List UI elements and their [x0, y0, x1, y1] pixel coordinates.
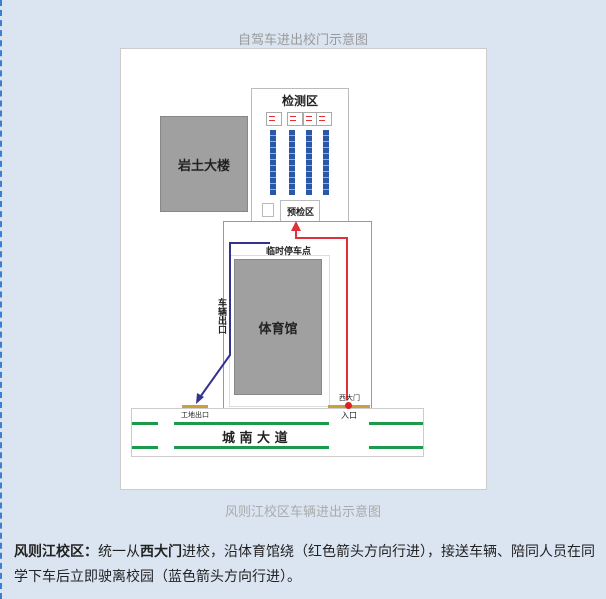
entrance-label: 入口	[341, 411, 357, 420]
rock-building: 岩土大楼	[160, 116, 248, 212]
west-gate-label: 西大门	[339, 394, 360, 402]
lane	[289, 130, 295, 195]
lane	[306, 130, 312, 195]
instruction-text: 统一从	[98, 544, 140, 560]
detection-zone	[251, 88, 349, 222]
lane-marking	[174, 422, 329, 425]
lane-marking	[369, 422, 423, 425]
vehicle-exit-label: 车辆出口	[218, 299, 228, 336]
sign-card	[266, 112, 282, 126]
site-exit-label: 工地出口	[181, 411, 209, 419]
lane-marking	[369, 446, 423, 449]
detection-zone-label: 检测区	[282, 94, 319, 108]
booth	[262, 203, 274, 217]
bottom-caption: 风则江校区车辆进出示意图	[224, 505, 381, 520]
road-label: 城 南 大 道	[222, 431, 288, 446]
lane-marking	[174, 446, 329, 449]
exit-arrowhead	[196, 393, 204, 404]
exit-route-arrow	[197, 242, 270, 401]
sign-card	[316, 112, 332, 126]
lane	[270, 130, 276, 195]
lane	[323, 130, 329, 195]
gate-name: 西大门	[140, 544, 182, 560]
top-caption: 自驾车进出校门示意图	[237, 33, 368, 48]
gate-dot	[345, 402, 352, 409]
temp-parking-label: 临时停车点	[266, 247, 312, 257]
left-dashed-border	[0, 0, 2, 599]
lane-marking	[132, 446, 158, 449]
site-exit-gate	[182, 405, 208, 408]
sign-card	[287, 112, 303, 126]
instructions: 风则江校区：统一从西大门进校，沿体育馆绕（红色箭头方向行进），接送车辆、陪同人员…	[14, 540, 599, 590]
instruction-text: 进校，沿体育馆绕（红色箭头方向行进），接送车辆、陪同人员在同学下车后立即驶离校园…	[14, 544, 595, 585]
gym: 体育馆	[234, 259, 322, 395]
precheck-zone-label: 预检区	[287, 208, 315, 218]
entry-arrowhead	[291, 221, 301, 231]
lane-marking	[132, 422, 158, 425]
entry-route-arrow	[295, 230, 348, 400]
campus-name: 风则江校区：	[14, 544, 98, 560]
